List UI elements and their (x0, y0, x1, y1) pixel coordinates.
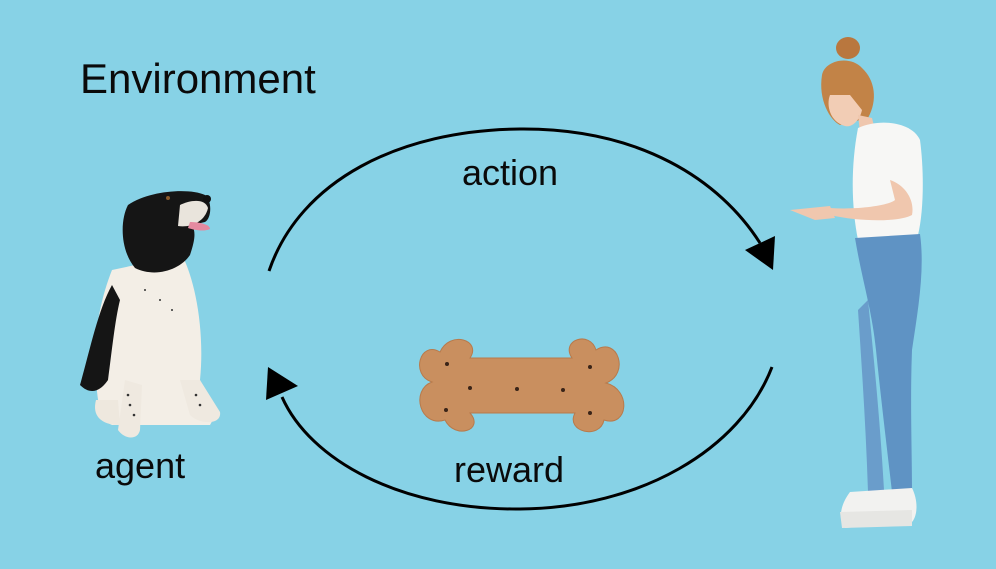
reward-arrow-arc (280, 366, 774, 511)
action-arrowhead-icon (745, 236, 775, 270)
environment-title: Environment (80, 55, 316, 102)
action-label: action (462, 152, 559, 193)
woman-environment-icon (790, 37, 923, 528)
agent-label: agent (95, 445, 186, 486)
reward-arrowhead-icon (266, 367, 298, 400)
dog-agent-icon (80, 191, 221, 438)
bone-biscuit-icon (419, 338, 625, 433)
reward-label: reward (454, 449, 565, 490)
action-arrow-arc (267, 127, 762, 272)
